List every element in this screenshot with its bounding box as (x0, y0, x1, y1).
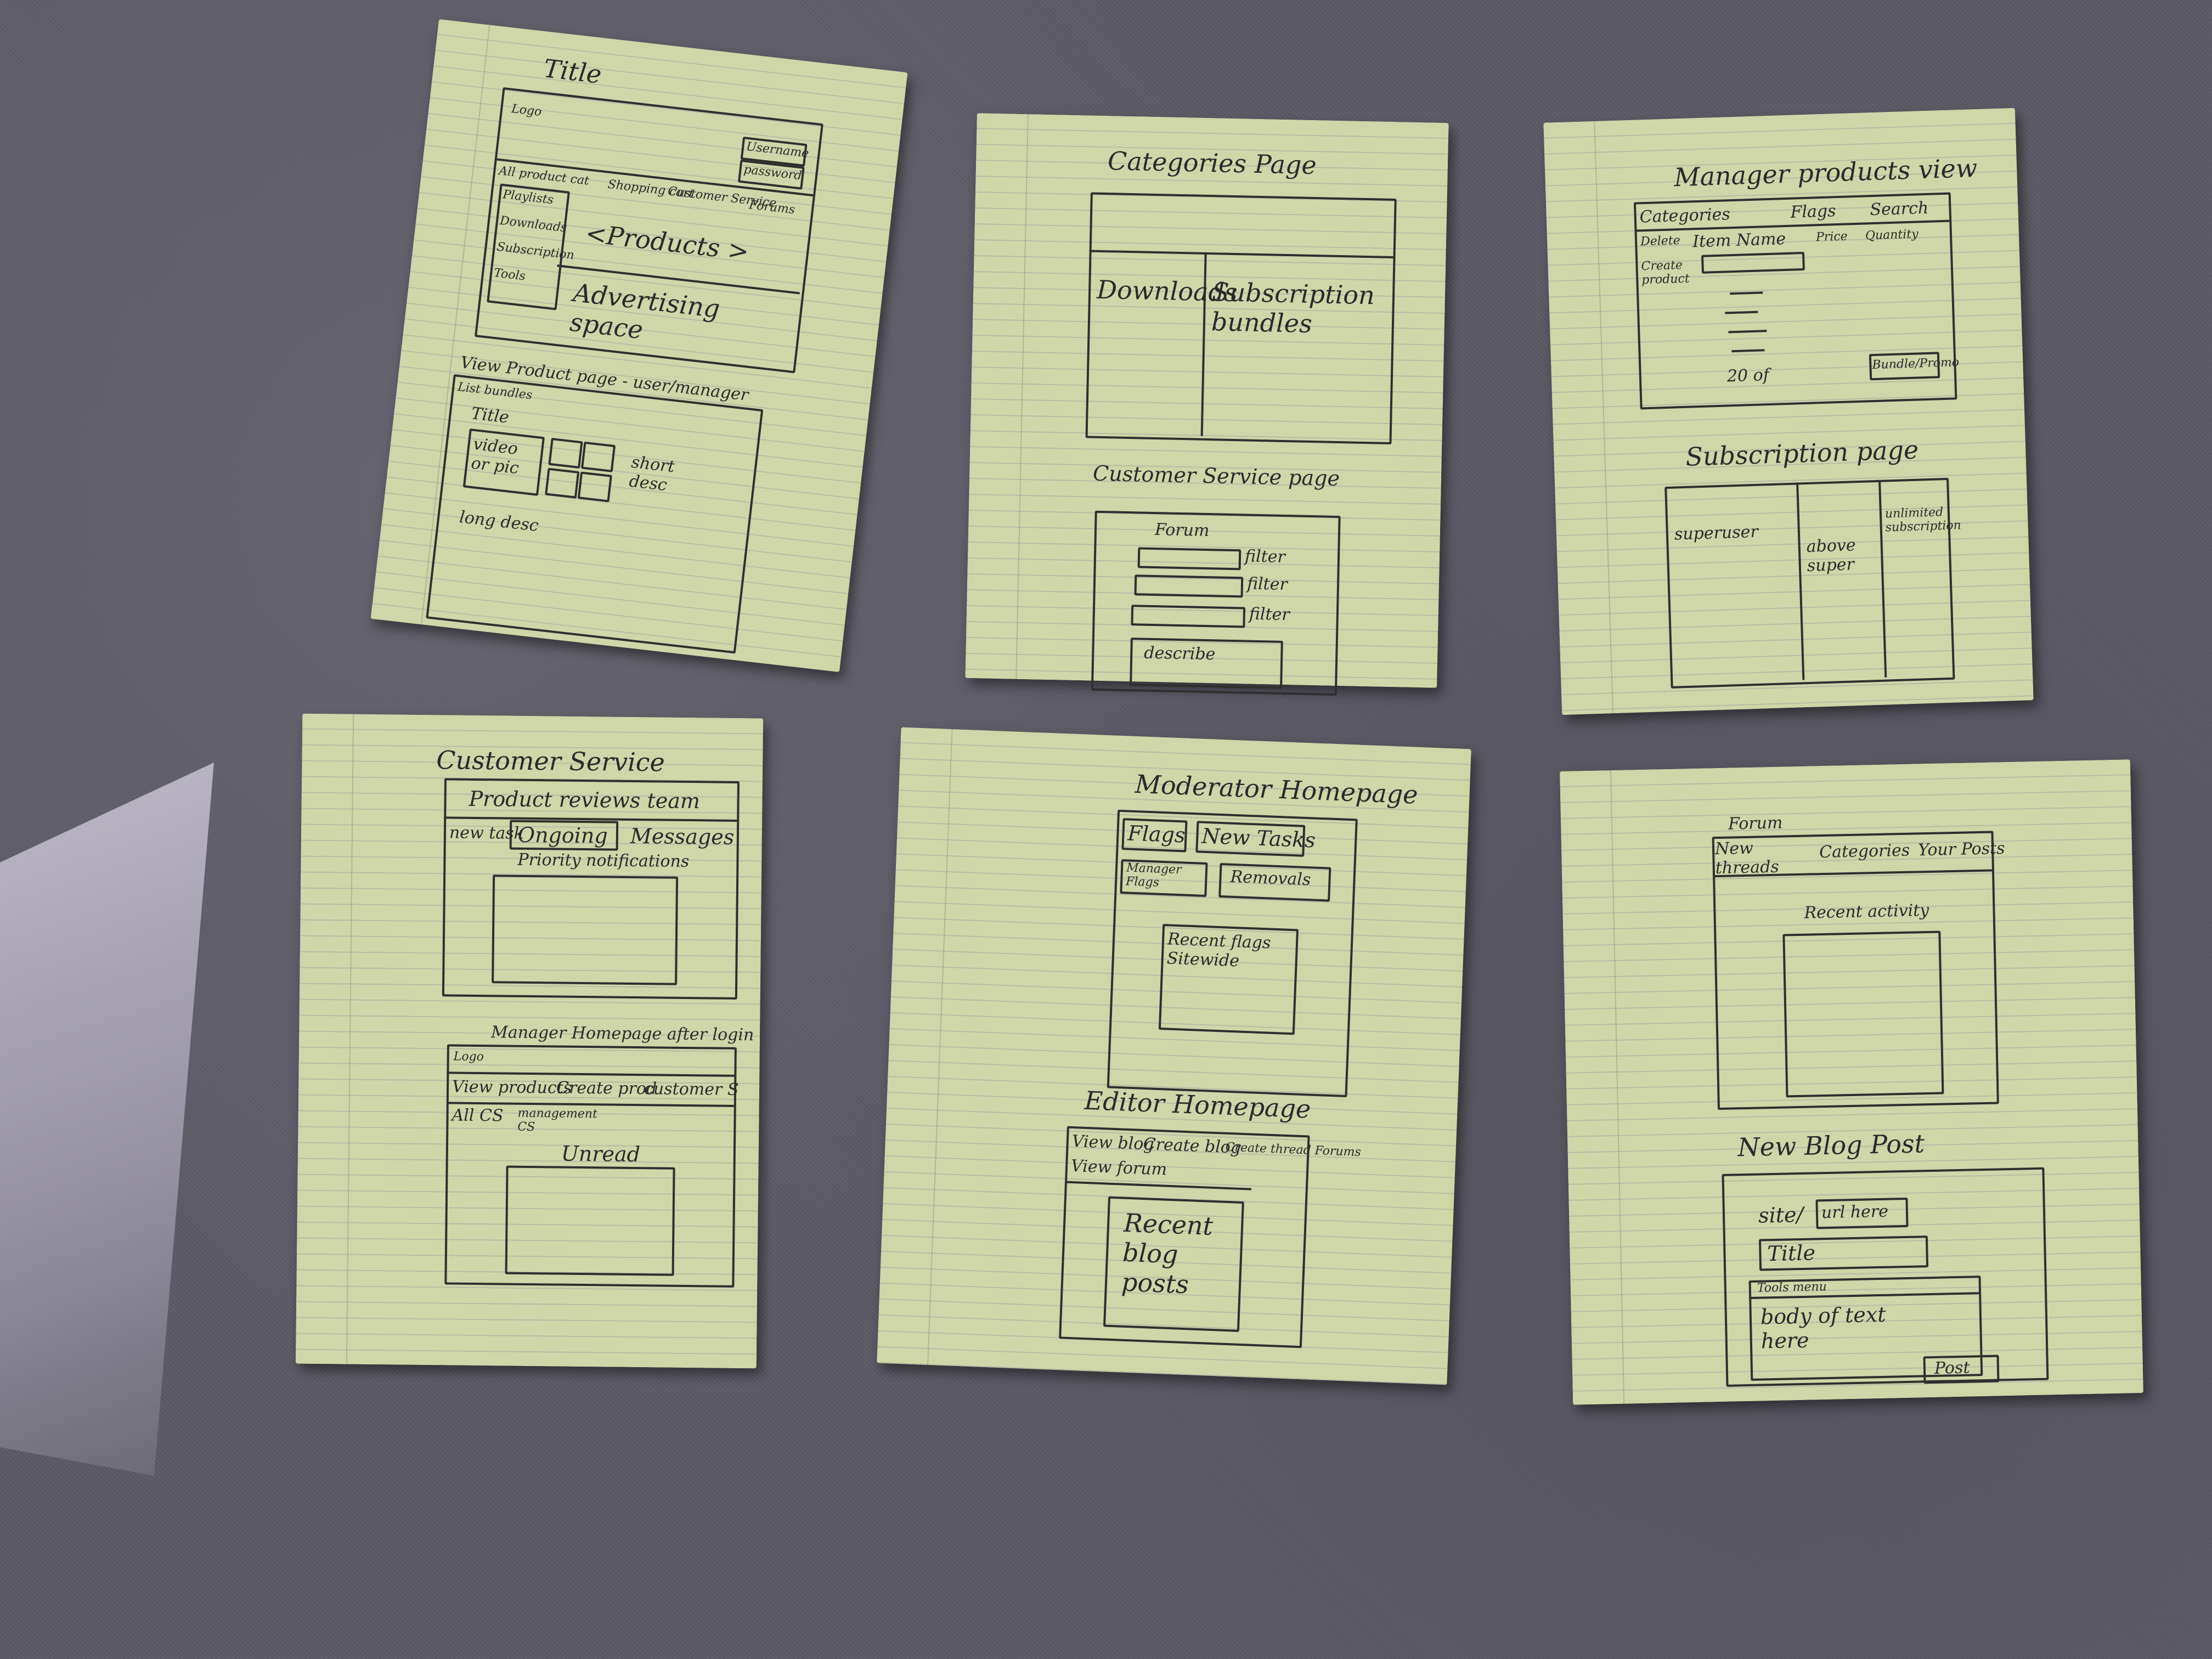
video-text: video or pic (470, 435, 520, 478)
sheet-moderator-homepage: Moderator Homepage Flags New Tasks Manag… (877, 727, 1471, 1385)
mgr-home-unread-box (505, 1165, 675, 1276)
filter-3: filter (1249, 604, 1290, 625)
cs2-tab-ongoing: Ongoing (517, 822, 608, 848)
filter-bar-3 (1131, 605, 1246, 628)
mgr-col-quantity: Quantity (1865, 227, 1919, 243)
sheet-home-page: Title Logo Username password All product… (370, 19, 908, 673)
blog-tools: Tools menu (1757, 1280, 1827, 1295)
blog-url: url here (1821, 1201, 1889, 1223)
mgr-home-unread: Unread (561, 1141, 641, 1167)
ed-view-forum: View forum (1070, 1156, 1167, 1180)
filter-2: filter (1246, 574, 1288, 595)
mgr-tab-categories: Categories (1639, 205, 1731, 227)
mod-manager-flags: Manager Flags (1125, 861, 1182, 890)
sub-plan-above: above super (1806, 535, 1857, 576)
forum-title: Forum (1728, 813, 1783, 834)
cs2-title: Customer Service (436, 745, 665, 777)
categories-subscriptions: Subscription bundles (1211, 277, 1375, 338)
filter-bar-1 (1137, 547, 1242, 571)
ed-recent: Recent blog posts (1121, 1207, 1214, 1300)
ed-tab-viewblog: View blog (1071, 1131, 1155, 1154)
mgr-home-tab-customer: customer S (644, 1079, 739, 1099)
sub-plan-unlimited: unlimited subscription (1884, 505, 1962, 535)
sheet-forum: Forum New threads Categories Your Posts … (1560, 759, 2143, 1405)
thumb-2 (580, 441, 616, 472)
mgr-tab-search: Search (1869, 198, 1929, 220)
mgr-bundle-text: Bundle/Promo (1872, 356, 1960, 373)
mgr-count: 20 of (1726, 365, 1770, 386)
mgr-create: Create product (1641, 258, 1690, 287)
cs2-notify-box (492, 874, 679, 985)
sub-plan-superuser: superuser (1674, 522, 1759, 544)
mod-recent: Recent flags Sitewide (1166, 929, 1272, 971)
cs-forum: Forum (1154, 520, 1210, 541)
mgr-col-delete: Delete (1640, 234, 1681, 249)
mgr-home-management: management CS (517, 1106, 598, 1135)
cs2-tab-messages: Messages (630, 823, 735, 849)
sheet-manager-products: Manager products view Categories Flags S… (1543, 108, 2034, 715)
sunlight-patch (0, 763, 214, 1476)
blog-post: Post (1934, 1358, 1970, 1378)
blog-post-title: Title (1767, 1240, 1816, 1266)
sheet-customer-service: Customer Service Product reviews team ne… (295, 713, 764, 1369)
mgr-home-title: Manager Homepage after login (490, 1023, 754, 1045)
mgr-tab-flags: Flags (1790, 201, 1837, 222)
sheet-categories-page: Categories Page Downloads Subscription b… (965, 113, 1449, 696)
filter-1: filter (1244, 546, 1286, 567)
blog-title: New Blog Post (1737, 1128, 1925, 1163)
mod-removals: Removals (1229, 867, 1311, 890)
mgr-col-item: Item Name (1692, 229, 1786, 252)
mgr-col-price: Price (1815, 229, 1848, 245)
mgr-home-allcs: All CS (452, 1105, 504, 1126)
mod-newtasks: New Tasks (1201, 823, 1316, 853)
cs2-team: Product reviews team (469, 786, 701, 814)
sub-page-title: Subscription page (1685, 435, 1919, 472)
forum-recent-box (1782, 930, 1944, 1098)
thumb-1 (548, 437, 583, 469)
forum-tab-yourposts: Your Posts (1917, 839, 2005, 860)
describe-text: describe (1143, 643, 1216, 664)
mgr-home-tab-create: Create prod (556, 1078, 657, 1099)
mgr-home-tab-view: View products (452, 1077, 572, 1098)
filter-bar-2 (1134, 574, 1244, 598)
blog-site: site/ (1758, 1202, 1804, 1228)
forum-tab-new: New threads (1714, 838, 1780, 878)
categories-title: Categories Page (1107, 146, 1317, 180)
blog-body: body of text here (1760, 1302, 1886, 1353)
short-desc: short desc (628, 452, 676, 495)
forum-recent: Recent activity (1804, 900, 1929, 923)
cs2-priority: Priority notifications (517, 850, 690, 872)
mgr-home-logo: Logo (453, 1049, 484, 1064)
home-title: Title (542, 53, 603, 89)
mod-title: Moderator Homepage (1134, 769, 1419, 810)
mod-flags: Flags (1127, 821, 1186, 848)
mgr-products-title: Manager products view (1673, 153, 1978, 193)
thumb-4 (577, 471, 612, 503)
forum-tab-categories: Categories (1819, 840, 1910, 862)
thumb-3 (545, 467, 580, 499)
mgr-search-field (1701, 251, 1805, 274)
cs-page-title: Customer Service page (1092, 461, 1340, 491)
